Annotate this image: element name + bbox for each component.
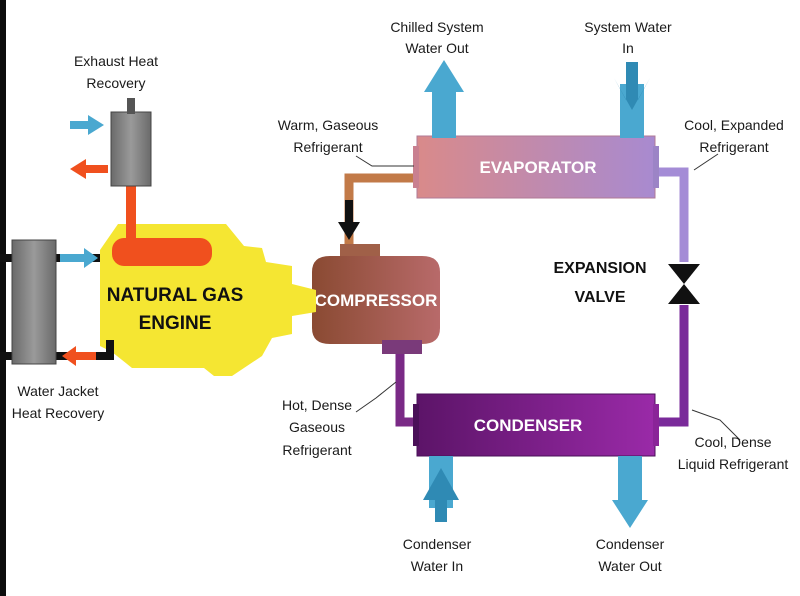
evaporator-tank [416, 135, 656, 199]
evaporator-cap-right [653, 146, 659, 188]
label-condenser-in-line1: Condenser [403, 536, 472, 552]
engine-label-line1: NATURAL GAS [107, 285, 244, 306]
condenser-cap-left [413, 404, 419, 446]
exhaust-in-arrow-head [88, 115, 104, 135]
label-warm-refrigerant-line2: Refrigerant [293, 139, 362, 155]
exhaust-hx-top-pipe [127, 98, 135, 114]
exhaust-out-arrow-shaft [82, 165, 108, 173]
jacket-in-arrow [60, 248, 98, 268]
leader-cool-dense [691, 409, 741, 441]
label-exhaust-line2: Recovery [86, 75, 145, 91]
warm-refrigerant-arrow-head [338, 222, 360, 240]
condenser-water-out-pipe [618, 456, 642, 506]
label-cool-dense-line2: Liquid Refrigerant [678, 456, 789, 472]
expansion-valve-label-line2: VALVE [575, 289, 626, 306]
label-hot-refrigerant-line1: Hot, Dense [282, 397, 352, 413]
compressor-body [312, 256, 440, 344]
left-edge-bar [0, 0, 6, 596]
label-exhaust-line1: Exhaust Heat [74, 53, 158, 69]
condenser-cap-right [653, 404, 659, 446]
label-condenser-out-line1: Condenser [596, 536, 665, 552]
pipe-cool-expanded-refrigerant [652, 167, 689, 262]
label-system-water-line2: In [622, 40, 634, 56]
label-hot-refrigerant-line2: Gaseous [289, 419, 345, 435]
label-cool-expanded-line1: Cool, Expanded [684, 117, 784, 133]
chilled-water-pipe [432, 86, 456, 138]
expansion-valve-bottom [668, 284, 700, 304]
compressor-bottom-port [382, 340, 422, 354]
compressor-label: COMPRESSOR [315, 291, 438, 310]
engine-exhaust-manifold [112, 238, 212, 266]
condenser-label: CONDENSER [474, 416, 583, 435]
label-water-jacket-line2: Heat Recovery [12, 405, 105, 421]
condenser-water-out-arrow [612, 500, 648, 528]
label-chilled-water-line1: Chilled System [390, 19, 483, 35]
expansion-valve-label-line1: EXPANSION [553, 260, 646, 277]
exhaust-heat-exchanger [110, 111, 152, 187]
label-chilled-water-line2: Water Out [405, 40, 468, 56]
label-cool-dense-line1: Cool, Dense [694, 434, 771, 450]
label-condenser-in-line2: Water In [411, 558, 463, 574]
system-water-in-arrow [614, 62, 650, 110]
exhaust-in-arrow-shaft [70, 121, 92, 129]
label-condenser-out-line2: Water Out [598, 558, 661, 574]
leader-hot-refrigerant [355, 381, 397, 413]
leader-cool-expanded [693, 153, 719, 171]
label-hot-refrigerant-line3: Refrigerant [282, 442, 351, 458]
warm-refrigerant-arrow-shaft [345, 200, 353, 224]
chilled-water-out-arrow [424, 60, 464, 92]
label-warm-refrigerant-line1: Warm, Gaseous [278, 117, 379, 133]
compressor-top-port [340, 244, 380, 258]
condenser-water-in-arrow [423, 468, 459, 522]
engine-label-line2: ENGINE [139, 313, 212, 334]
water-jacket-heat-exchanger [11, 239, 57, 365]
exhaust-out-arrow-head [70, 159, 86, 179]
label-system-water-line1: System Water [584, 19, 672, 35]
exhaust-pipe [126, 184, 136, 242]
engine-shaft [292, 284, 316, 316]
pipe-warm-refrigerant [344, 173, 420, 244]
pipe-cool-dense-refrigerant [652, 305, 689, 427]
label-cool-expanded-line2: Refrigerant [699, 139, 768, 155]
label-water-jacket-line1: Water Jacket [17, 383, 98, 399]
evaporator-cap-left [413, 146, 419, 188]
jacket-out-arrow [62, 346, 96, 366]
leader-warm-refrigerant [355, 155, 414, 167]
expansion-valve-top [668, 264, 700, 284]
evaporator-label: EVAPORATOR [479, 158, 596, 177]
